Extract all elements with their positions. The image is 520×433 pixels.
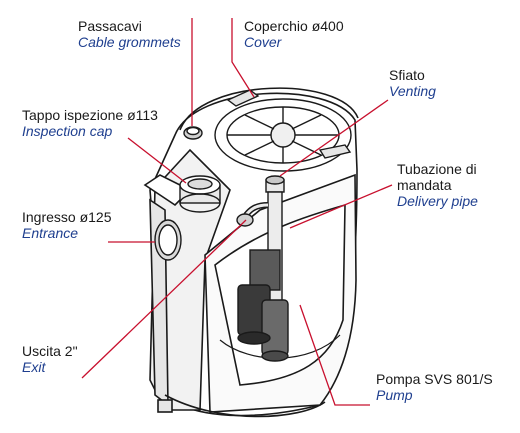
tubazione-it-line1: Tubazione di bbox=[397, 161, 477, 177]
tubazione-it-line2: mandata bbox=[397, 177, 452, 193]
pompa-en: Pump bbox=[376, 387, 413, 403]
leader-tubazione bbox=[289, 184, 393, 229]
pump bbox=[237, 249, 289, 362]
label-uscita: Uscita 2" Exit bbox=[22, 343, 78, 375]
label-tappo: Tappo ispezione ø113 Inspection cap bbox=[22, 107, 158, 139]
passacavi-it: Passacavi bbox=[78, 18, 142, 34]
label-sfiato: Sfiato Venting bbox=[389, 67, 436, 99]
ingresso-en: Entrance bbox=[22, 225, 79, 241]
leader-tappo bbox=[127, 137, 187, 184]
pompa-it: Pompa SVS 801/S bbox=[376, 371, 493, 387]
uscita-en: Exit bbox=[22, 359, 46, 375]
label-tubazione: Tubazione di mandata Delivery pipe bbox=[397, 161, 478, 209]
uscita-it: Uscita 2" bbox=[22, 343, 78, 359]
tappo-it: Tappo ispezione ø113 bbox=[22, 107, 158, 123]
passacavi-en: Cable grommets bbox=[78, 34, 181, 50]
leader-pompa bbox=[299, 304, 370, 406]
tappo-en: Inspection cap bbox=[22, 123, 113, 139]
venting-port bbox=[265, 175, 285, 193]
leader-lines bbox=[81, 18, 393, 406]
leader-uscita bbox=[81, 219, 247, 379]
label-pompa: Pompa SVS 801/S Pump bbox=[376, 371, 493, 403]
sfiato-en: Venting bbox=[389, 83, 436, 99]
label-passacavi: Passacavi Cable grommets bbox=[78, 18, 181, 50]
label-coperchio: Coperchio ø400 Cover bbox=[244, 18, 344, 50]
inspection-cap bbox=[179, 175, 221, 213]
ingresso-it: Ingresso ø125 bbox=[22, 209, 112, 225]
coperchio-it: Coperchio ø400 bbox=[244, 18, 344, 34]
tubazione-en: Delivery pipe bbox=[397, 193, 478, 209]
cover bbox=[214, 89, 352, 172]
leader-sfiato bbox=[279, 99, 389, 177]
entrance-inlet bbox=[154, 219, 182, 261]
sfiato-it: Sfiato bbox=[389, 67, 425, 83]
coperchio-en: Cover bbox=[244, 34, 282, 50]
leader-coperchio bbox=[231, 18, 255, 98]
cable-grommet bbox=[183, 126, 203, 140]
label-ingresso: Ingresso ø125 Entrance bbox=[22, 209, 112, 241]
